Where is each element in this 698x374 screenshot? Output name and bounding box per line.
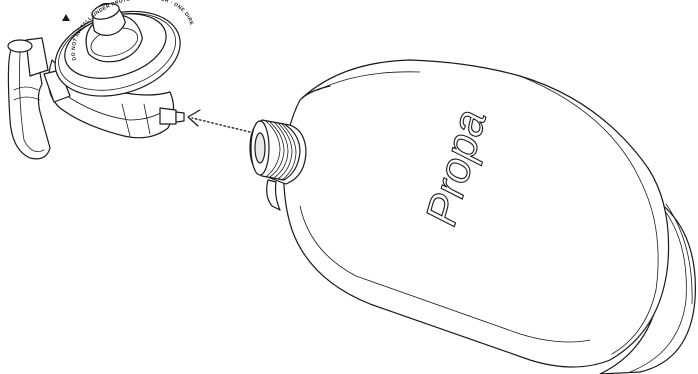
arrowhead-icon [187, 109, 201, 127]
tank-valve [249, 119, 307, 185]
regulator: DO NOT INSTALL UNDER PROTECTIVE COVER · … [0, 0, 194, 160]
propane-tank: Propa [266, 59, 696, 374]
tank-body [283, 59, 670, 368]
tank-foot [266, 179, 281, 211]
warning-icon [62, 14, 70, 21]
regulator-inlet [159, 107, 177, 125]
connection-arrow [187, 109, 251, 133]
arrow-shaft [191, 117, 251, 133]
